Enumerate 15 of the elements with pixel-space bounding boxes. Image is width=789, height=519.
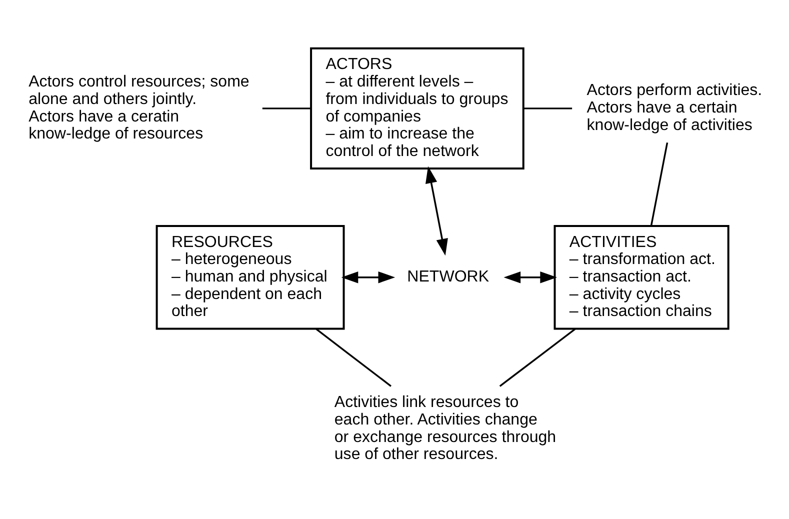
connector (262, 107, 311, 109)
node-text: NETWORK (407, 267, 490, 285)
arrow (504, 270, 558, 283)
node-text: Actors control resources; some alone and others jointly. Actors have a ceratin know-ledge of resources (28, 72, 250, 142)
node-box: ACTORS – at different levels – from individuals to groups of companies – aim to increase the control of the network (310, 46, 524, 170)
node-box: ACTIVITIES – transformation act. – transaction act. – activity cycles – transaction chains (554, 224, 730, 330)
connector (499, 328, 576, 386)
arrow (426, 166, 448, 256)
arrow (341, 270, 396, 283)
connector (523, 107, 572, 109)
connector (650, 142, 668, 226)
connector (316, 328, 392, 386)
node-text: Actors perform activities. Actors have a certain know-ledge of activities (586, 80, 762, 134)
node-text: Activities link resources to each other. Activities change or exchange resources through use of other resources. (334, 392, 556, 463)
node-box: RESOURCES – heterogeneous – human and physical – dependent on each other (156, 224, 345, 330)
